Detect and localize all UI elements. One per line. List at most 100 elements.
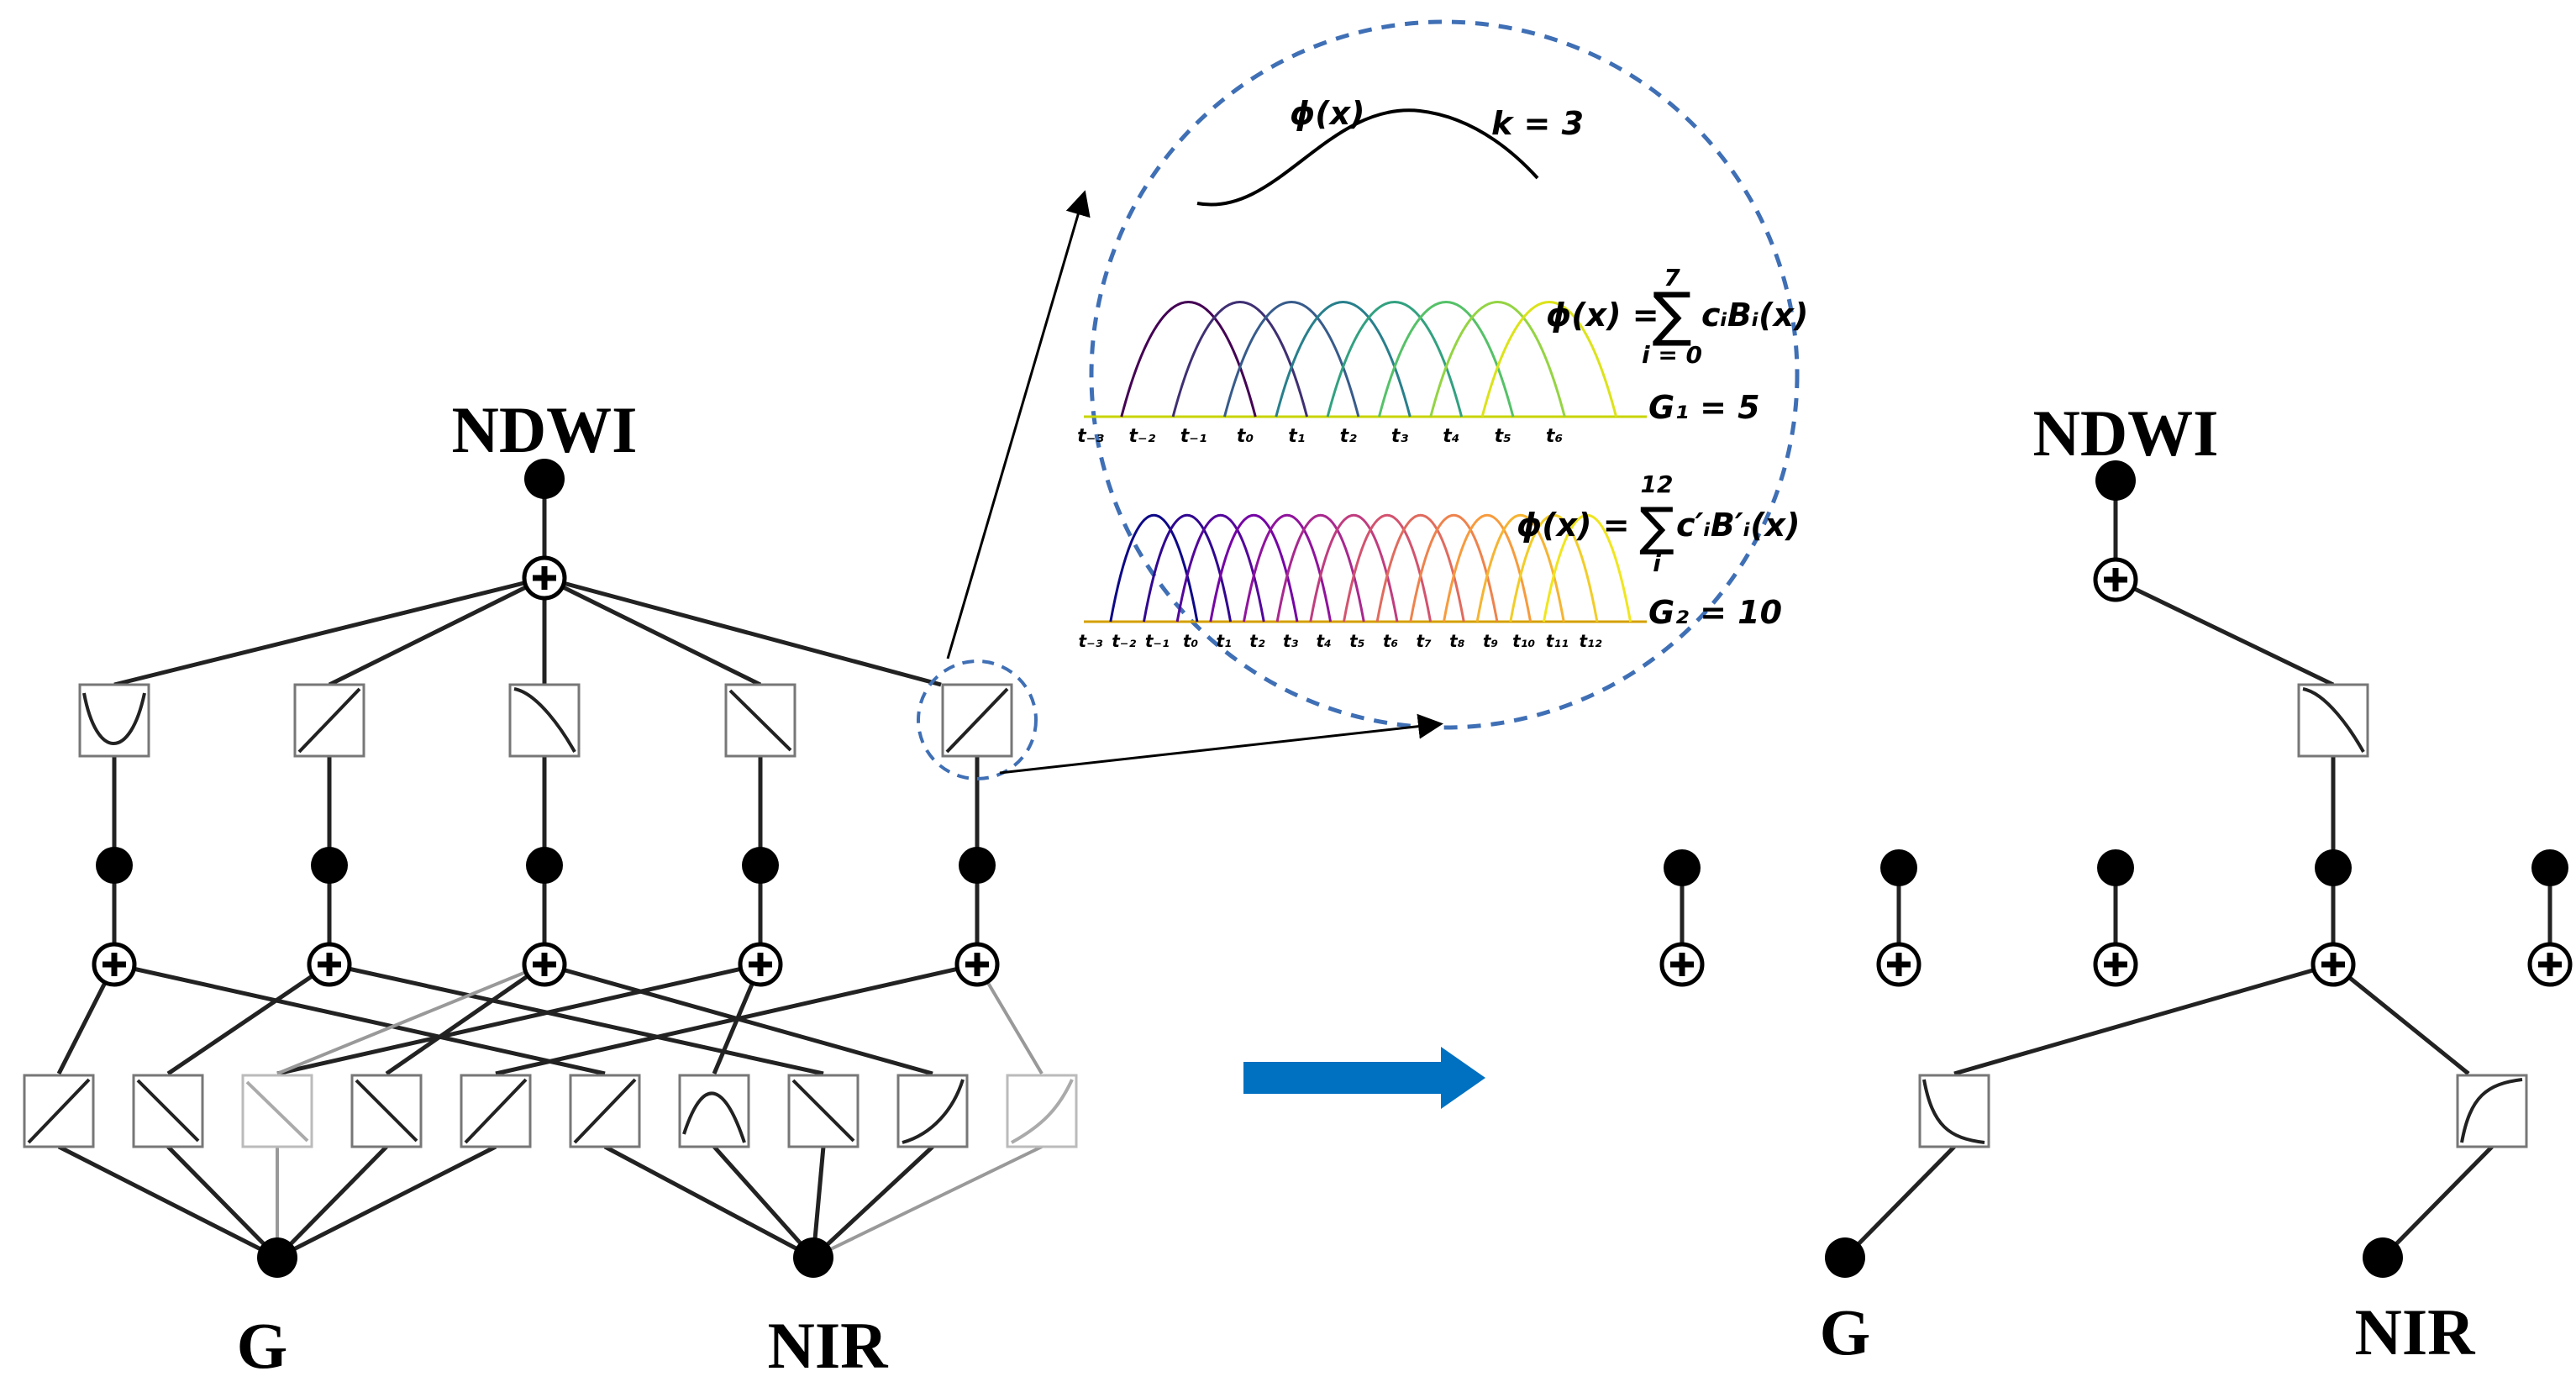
zoom-source-circle <box>917 659 1038 780</box>
g-label-right: G <box>1820 1295 1871 1369</box>
left-top-boxes <box>78 683 1013 758</box>
activation-box-falling-s <box>508 683 581 758</box>
k-label: k = 3 <box>1491 105 1584 142</box>
left-network: NDWI G NIR <box>23 393 1078 1382</box>
basis-function <box>1275 513 1365 623</box>
knot-label: t₋₃ <box>1077 426 1104 447</box>
g2-label: G₂ = 10 <box>1648 594 1782 631</box>
knot-label: t₁₁ <box>1546 631 1569 651</box>
g-node-left <box>257 1237 297 1278</box>
basis-functions-g1 <box>1120 301 1618 418</box>
basis-function <box>1171 301 1309 418</box>
g-node-right <box>1825 1237 1865 1278</box>
ndwi-node-left <box>524 459 565 499</box>
right-curves <box>1922 687 2523 1144</box>
eq1-rhs: cᵢBᵢ(x) <box>1701 297 1808 334</box>
right-sum-signs <box>1670 568 2562 976</box>
basis-functions-g2 <box>1109 513 1632 623</box>
knot-label: t₃ <box>1283 631 1299 651</box>
knot-label: t₀ <box>1183 631 1199 651</box>
knot-labels-g1: t₋₃ t₋₂ t₋₁ t₀ t₁ t₂ t₃ t₄ t₅ t₆ <box>1077 426 1563 447</box>
basis-function <box>1509 513 1599 623</box>
g1-label: G₁ = 5 <box>1648 389 1760 426</box>
right-nodes <box>1664 460 2568 1278</box>
knot-label: t₋₁ <box>1145 631 1170 651</box>
eq1-sum-sign: ∑ <box>1652 280 1691 349</box>
basis-function <box>1475 513 1565 623</box>
left-sum-nodes <box>92 555 1000 987</box>
basis-function <box>1342 513 1433 623</box>
pruning-arrow <box>1243 1047 1485 1109</box>
left-input-edges <box>57 1144 934 1260</box>
eq2-rhs: c′ᵢB′ᵢ(x) <box>1676 507 1800 544</box>
knot-label: t₅ <box>1495 426 1511 447</box>
knot-label: t₄ <box>1443 426 1459 447</box>
basis-function <box>1326 301 1464 418</box>
knot-label: t₆ <box>1383 631 1399 651</box>
basis-function <box>1223 301 1360 418</box>
spline-curve <box>1196 108 1539 207</box>
zoom-arrow-upper <box>946 190 1091 659</box>
basis-function <box>1542 513 1632 623</box>
right-boxes <box>1918 683 2528 1148</box>
basis-function <box>1409 513 1499 623</box>
left-hidden-nodes <box>96 459 996 1278</box>
eq1-lhs: ϕ(x) = <box>1546 297 1659 334</box>
left-top-curves <box>82 687 1009 754</box>
basis-function <box>1378 301 1515 418</box>
basis-function <box>1429 301 1566 418</box>
knot-labels-g2: t₋₃ t₋₂ t₋₁ t₀ t₁ t₂ t₃ t₄ t₅ t₆ t₇ t₈ t₉ t₁₀ t₁₁ t₁₂ <box>1079 631 1602 651</box>
left-cross-edges <box>56 962 978 1076</box>
basis-function <box>1275 301 1412 418</box>
basis-function <box>1109 513 1199 623</box>
ndwi-node-right <box>2095 460 2136 501</box>
knot-label: t₋₂ <box>1128 426 1155 447</box>
eq2-sum-sign: ∑ <box>1639 496 1674 557</box>
nir-label-right: NIR <box>2354 1295 2476 1369</box>
right-network: NDWI G NIR <box>1659 397 2573 1369</box>
knot-label: t₋₁ <box>1180 426 1207 447</box>
g-label-left: G <box>237 1309 288 1382</box>
knot-label: t₁ <box>1288 426 1305 447</box>
knot-label: t₋₃ <box>1079 631 1103 651</box>
phi-label: ϕ(x) <box>1290 95 1365 132</box>
zoom-magnified-circle <box>1089 19 1800 730</box>
nir-node-left <box>793 1237 833 1278</box>
left-bottom-curves <box>27 1078 1074 1144</box>
eq2-sum-top: 12 <box>1641 470 1674 498</box>
basis-function <box>1142 513 1233 623</box>
eq2-sum-bottom: i <box>1653 549 1661 577</box>
knot-label: t₆ <box>1546 426 1563 447</box>
ndwi-label-right: NDWI <box>2032 397 2218 470</box>
knot-label: t₇ <box>1417 631 1433 651</box>
basis-function <box>1375 513 1465 623</box>
knot-label: t₃ <box>1391 426 1409 447</box>
knot-label: t₂ <box>1249 631 1265 651</box>
basis-function <box>1209 513 1299 623</box>
ndwi-label-left: NDWI <box>451 393 637 466</box>
knot-label: t₁₀ <box>1512 631 1535 651</box>
knot-label: t₅ <box>1349 631 1364 651</box>
basis-function <box>1480 301 1618 418</box>
nir-label-left: NIR <box>767 1309 889 1382</box>
basis-function <box>1442 513 1532 623</box>
zoom-callout: ϕ(x) k = 3 t₋₃ t₋₂ t₋₁ t₀ t₁ t₂ t₃ t₄ t₅ t₆ ϕ(x) … <box>917 19 1808 780</box>
knot-label: t₉ <box>1483 631 1499 651</box>
knot-label: t₋₂ <box>1112 631 1136 651</box>
eq2-lhs: ϕ(x) = <box>1517 507 1630 544</box>
knot-label: t₈ <box>1449 631 1465 651</box>
eq1-sum-top: 7 <box>1664 264 1680 292</box>
basis-function <box>1242 513 1333 623</box>
basis-function <box>1175 513 1265 623</box>
basis-function <box>1309 513 1399 623</box>
basis-function <box>1120 301 1257 418</box>
knot-label: t₂ <box>1340 426 1358 447</box>
zoom-arrow-lower <box>999 713 1443 775</box>
nir-node-right <box>2363 1237 2403 1278</box>
knot-label: t₁ <box>1217 631 1232 651</box>
eq1-sum-bottom: i = 0 <box>1642 341 1702 369</box>
knot-label: t₄ <box>1317 631 1332 651</box>
knot-label: t₁₂ <box>1579 631 1601 651</box>
knot-label: t₀ <box>1237 426 1254 447</box>
